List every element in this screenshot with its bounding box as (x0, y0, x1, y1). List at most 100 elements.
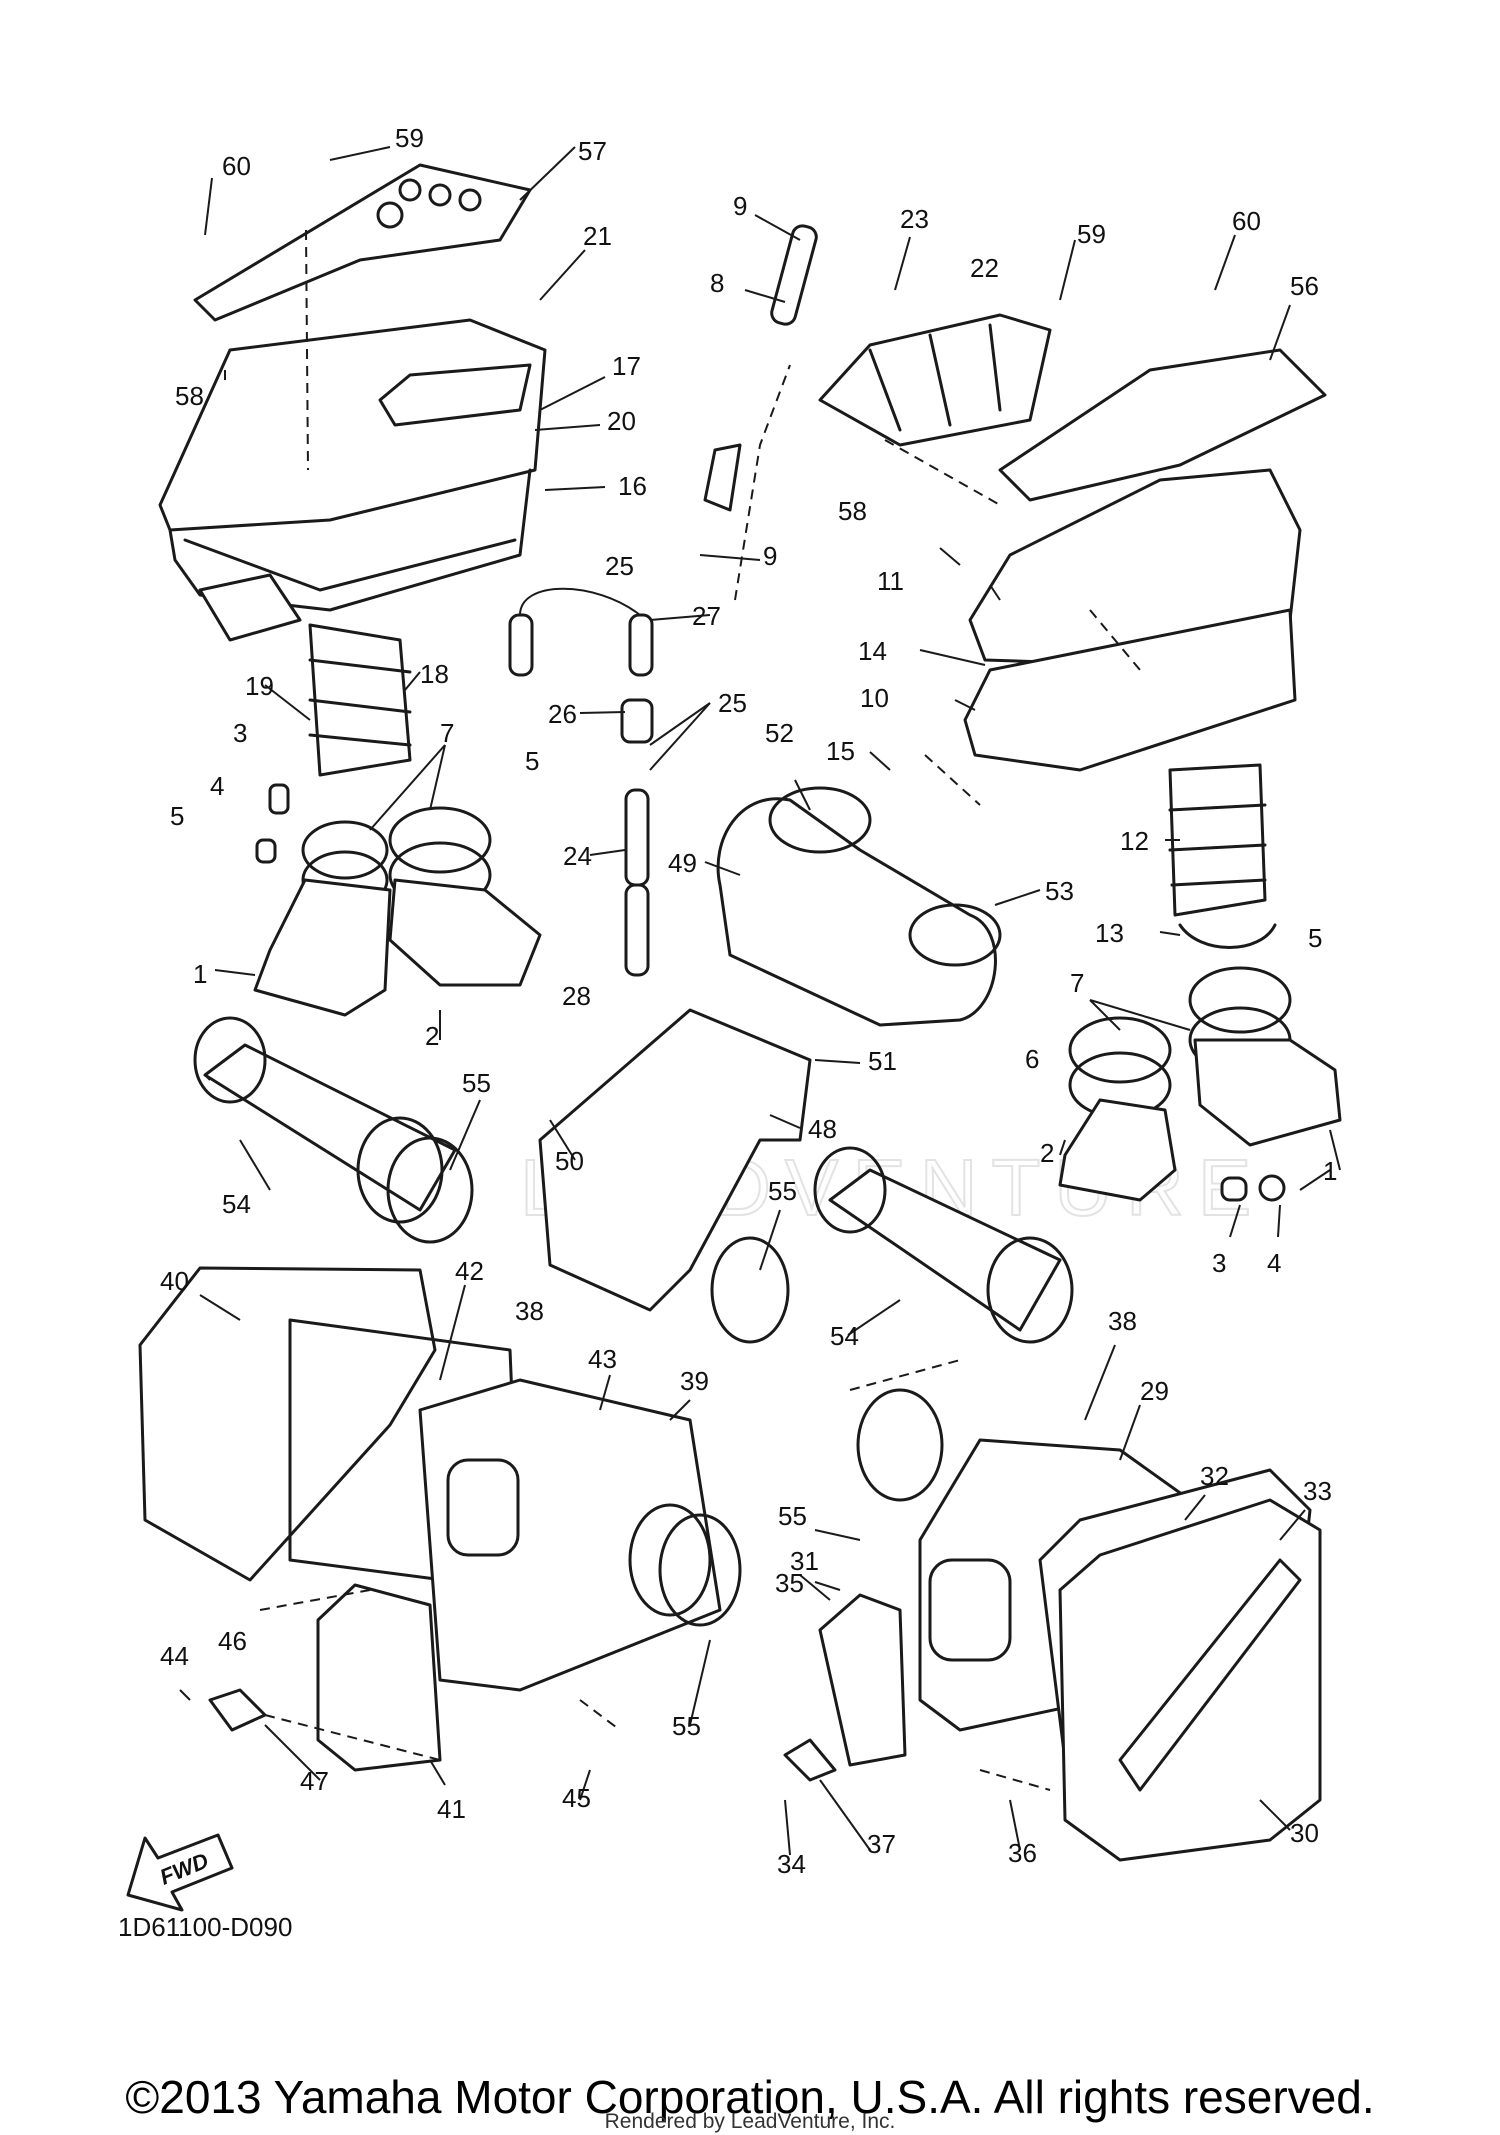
callout-number: 54 (222, 1189, 251, 1219)
cover-30 (1058, 1498, 1322, 1862)
callout-number: 19 (245, 671, 274, 701)
callout-number: 20 (607, 406, 636, 436)
cover-41 (316, 1583, 442, 1772)
callout-number: 26 (548, 699, 577, 729)
airbox-cover-17 (158, 318, 547, 532)
callout-number: 2 (425, 1021, 439, 1051)
tube-54-right (828, 1168, 1062, 1332)
callout-number: 15 (826, 736, 855, 766)
copyright-notice: ©2013 Yamaha Motor Corporation, U.S.A. A… (125, 2071, 1375, 2123)
callout-number: 22 (970, 253, 999, 283)
bracket-31 (818, 1593, 907, 1767)
callout-number: 28 (562, 981, 591, 1011)
callout-number: 45 (562, 1783, 591, 1813)
callout-number: 55 (768, 1176, 797, 1206)
callout-number: 56 (1290, 271, 1319, 301)
intake-tubes (193, 1016, 1074, 1344)
airbox-case-10 (963, 608, 1297, 772)
callout-number: 25 (605, 551, 634, 581)
callout-number: 59 (395, 123, 424, 153)
left-air-cleaner-assembly (138, 1266, 742, 1772)
callout-number: 33 (1303, 1476, 1332, 1506)
callout-number: 50 (555, 1146, 584, 1176)
joint-1-left (253, 878, 392, 1017)
right-air-cleaner-assembly (783, 1388, 1322, 1862)
callout-number: 39 (680, 1366, 709, 1396)
tube-54-left (203, 1043, 457, 1212)
callout-number: 6 (1025, 1044, 1039, 1074)
callout-number: 23 (900, 204, 929, 234)
callout-number: 37 (867, 1829, 896, 1859)
callout-number: 25 (718, 688, 747, 718)
callout-number: 31 (790, 1546, 819, 1576)
callout-number: 9 (763, 541, 777, 571)
callout-number: 35 (775, 1568, 804, 1598)
callout-number: 60 (1232, 206, 1261, 236)
callout-number: 40 (160, 1266, 189, 1296)
callout-number: 7 (440, 718, 454, 748)
callout-number: 51 (868, 1046, 897, 1076)
holder-47 (208, 1688, 267, 1732)
callout-number: 4 (210, 771, 224, 801)
duct-18 (308, 623, 412, 777)
left-joint-assemblies (253, 783, 542, 1017)
callout-number: 38 (515, 1296, 544, 1326)
callout-number: 16 (618, 471, 647, 501)
assembly-dash-lines (204, 229, 1141, 1791)
callout-number: 5 (1308, 923, 1322, 953)
callout-number: 59 (1077, 219, 1106, 249)
callout-number: 11 (877, 566, 904, 596)
callout-number: 14 (858, 636, 887, 666)
callout-number: 41 (437, 1794, 466, 1824)
center-ducts (538, 786, 1002, 1312)
callout-number: 57 (578, 136, 607, 166)
callout-number: 2 (1040, 1138, 1054, 1168)
callout-number: 58 (175, 381, 204, 411)
callout-number: 29 (1140, 1376, 1169, 1406)
bracket-57 (193, 163, 532, 322)
callout-number: 3 (233, 718, 247, 748)
callout-number: 49 (668, 848, 697, 878)
callout-number: 4 (1267, 1248, 1281, 1278)
duct-12 (1168, 763, 1267, 917)
callout-number: 8 (710, 268, 724, 298)
joint-2-right (1058, 1098, 1177, 1202)
callout-number: 48 (808, 1114, 837, 1144)
callout-number: 27 (692, 601, 721, 631)
callout-number: 17 (612, 351, 641, 381)
joint-1-right (1193, 1038, 1342, 1147)
callout-number: 42 (455, 1256, 484, 1286)
callout-number: 55 (672, 1711, 701, 1741)
callout-number: 58 (838, 496, 867, 526)
joint-2-left (388, 878, 542, 987)
diagram-code: 1D61100-D090 (118, 1912, 293, 1942)
bracket-56 (998, 348, 1327, 502)
callout-number: 36 (1008, 1838, 1037, 1868)
callout-number: 5 (525, 746, 539, 776)
callout-number: 47 (300, 1766, 329, 1796)
case-39 (418, 1378, 722, 1692)
callout-number: 3 (1212, 1248, 1226, 1278)
breather-hoses (508, 224, 818, 977)
callout-number: 13 (1095, 918, 1124, 948)
callout-number: 21 (583, 221, 612, 251)
canister-22 (818, 313, 1052, 447)
duct-49 (716, 797, 997, 1027)
callout-number: 10 (860, 683, 889, 713)
callout-number: 9 (733, 191, 747, 221)
callout-number: 55 (778, 1501, 807, 1531)
callout-number: 12 (1120, 826, 1149, 856)
callout-number: 52 (765, 718, 794, 748)
callout-number: 44 (160, 1641, 189, 1671)
callout-number: 32 (1200, 1461, 1229, 1491)
callout-number: 1 (1323, 1156, 1337, 1186)
duct-48 (538, 1008, 812, 1312)
callout-number: 18 (420, 659, 449, 689)
callout-number: 34 (777, 1849, 806, 1879)
right-joint-assemblies (1058, 966, 1342, 1202)
callout-number: 7 (1070, 968, 1084, 998)
right-airbox-assembly (818, 313, 1327, 949)
callout-number: 60 (222, 151, 251, 181)
